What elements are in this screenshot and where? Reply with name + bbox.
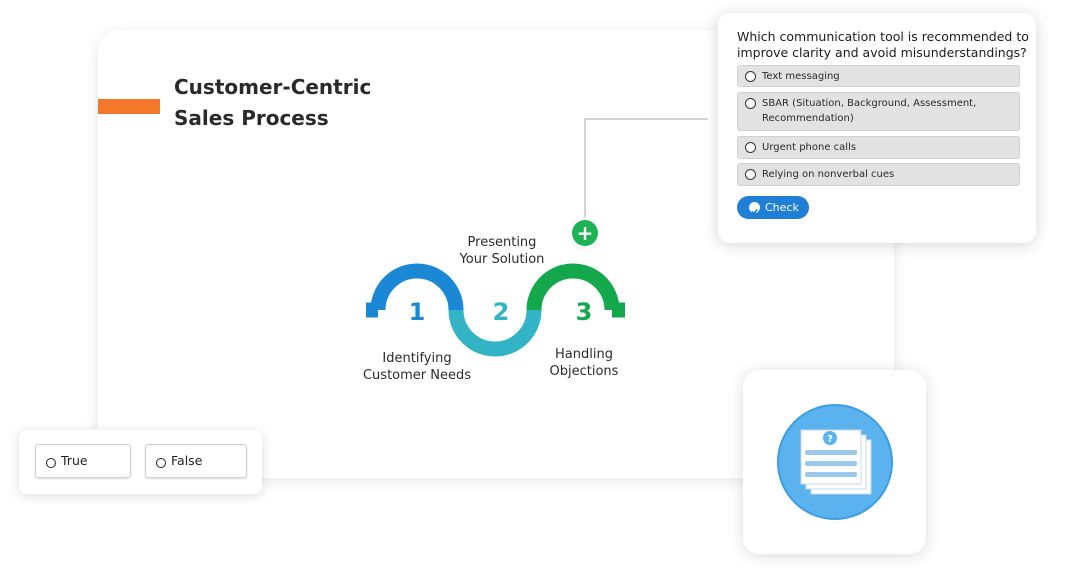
true-option[interactable]: True xyxy=(35,444,131,478)
step-3-label: Handling Objections xyxy=(509,346,659,380)
title-accent-bar xyxy=(98,99,160,114)
false-option-label: False xyxy=(171,453,203,468)
quiz-question: Which communication tool is recommended … xyxy=(737,29,1029,60)
quiz-option-label: Text messaging xyxy=(762,71,840,82)
quiz-card: Which communication tool is recommended … xyxy=(718,13,1036,243)
quiz-option-text-messaging[interactable]: Text messaging xyxy=(737,65,1020,87)
step-3-label-line1: Handling xyxy=(555,347,613,362)
quiz-option-label: SBAR (Situation, Background, Assessment,… xyxy=(762,98,977,124)
step-2-label-line2: Your Solution xyxy=(459,252,545,267)
true-option-label: True xyxy=(61,453,88,468)
slide-title-line1: Customer-Centric xyxy=(174,75,372,99)
add-hotspot-button[interactable]: + xyxy=(572,220,598,246)
radio-icon xyxy=(745,71,756,82)
slide-title: Customer-Centric Sales Process xyxy=(174,72,474,134)
step-2-label: Presenting Your Solution xyxy=(427,234,577,268)
quiz-option-label: Urgent phone calls xyxy=(762,142,857,153)
step-1-label-line1: Identifying xyxy=(382,351,452,366)
radio-icon xyxy=(745,142,756,153)
step-3-label-line2: Objections xyxy=(549,364,619,379)
step-1-number: 1 xyxy=(408,298,426,326)
check-button-label: Check xyxy=(765,201,799,214)
radio-icon xyxy=(745,169,756,180)
step-3-arc xyxy=(526,263,620,311)
check-mark xyxy=(751,209,758,215)
step-2-label-line1: Presenting xyxy=(467,235,537,250)
step-3-number: 3 xyxy=(575,298,593,326)
step-2-arc xyxy=(448,309,542,357)
quiz-document-icon: ? xyxy=(777,404,893,520)
radio-icon xyxy=(745,98,756,109)
slide-title-line2: Sales Process xyxy=(174,106,329,130)
radio-icon xyxy=(156,458,166,468)
step-1-arc xyxy=(370,263,464,311)
plus-icon: + xyxy=(576,221,594,245)
step-1-label-line2: Customer Needs xyxy=(362,368,472,383)
quiz-option-sbar[interactable]: SBAR (Situation, Background, Assessment,… xyxy=(737,92,1020,131)
question-mark: ? xyxy=(827,434,833,445)
false-option[interactable]: False xyxy=(145,444,247,478)
step-2-number: 2 xyxy=(492,298,510,326)
radio-icon xyxy=(46,458,56,468)
quiz-option-urgent-calls[interactable]: Urgent phone calls xyxy=(737,136,1020,159)
true-false-card: True False xyxy=(19,430,262,494)
step-1-label: Identifying Customer Needs xyxy=(342,350,492,384)
check-circle-icon xyxy=(749,202,760,215)
connector-line xyxy=(584,118,708,222)
quiz-option-label: Relying on nonverbal cues xyxy=(762,169,895,180)
check-button[interactable]: Check xyxy=(737,196,809,219)
quiz-option-nonverbal-cues[interactable]: Relying on nonverbal cues xyxy=(737,163,1020,186)
quiz-icon-card: ? xyxy=(743,370,926,554)
